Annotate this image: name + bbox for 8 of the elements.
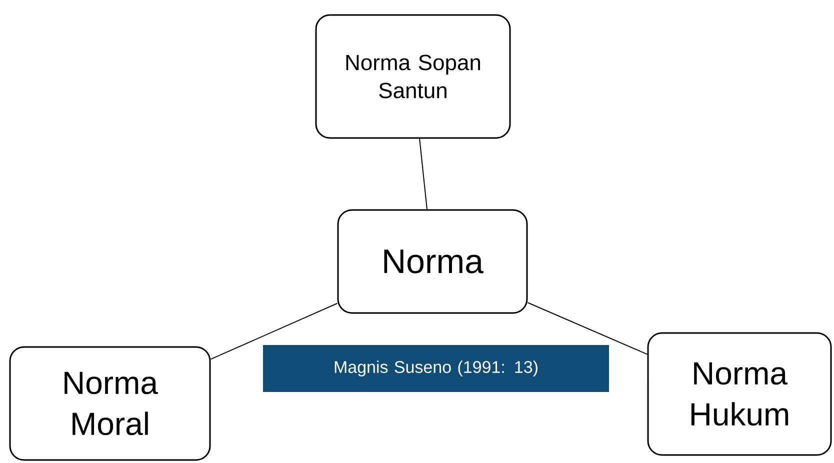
rounded-box: Norma Hukum xyxy=(647,332,832,456)
rounded-box: Norma Sopan Santun xyxy=(315,14,511,139)
rounded-box: Norma xyxy=(337,209,528,314)
connector-line xyxy=(527,302,648,355)
connector-line xyxy=(210,302,338,360)
rounded-box: Norma Moral xyxy=(9,346,211,461)
connector-line xyxy=(419,138,428,210)
citation-banner: Magnis Suseno (1991: 13) xyxy=(263,345,609,392)
